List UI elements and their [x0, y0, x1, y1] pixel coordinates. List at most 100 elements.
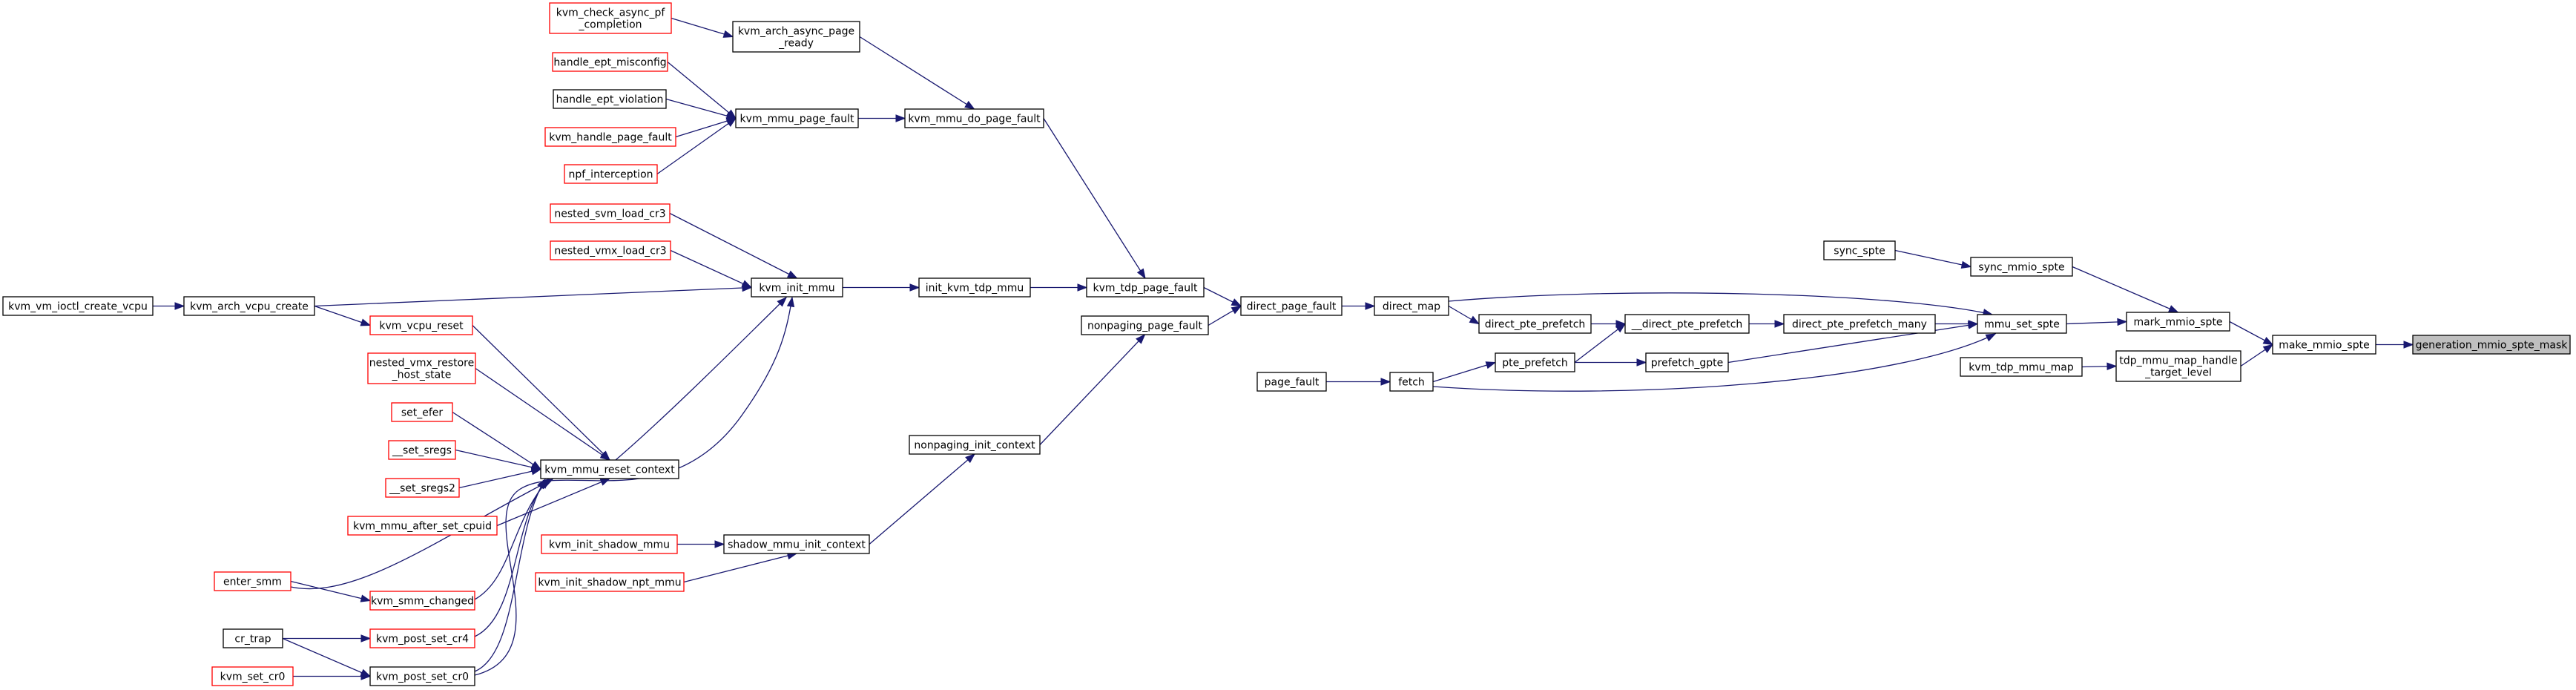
- edge-kvm_mmu_reset_context-to-kvm_init_mmu: [615, 297, 788, 461]
- node---direct-pte-prefetch[interactable]: __direct_pte_prefetch: [1624, 314, 1750, 334]
- node-kvm-arch-async-page-ready[interactable]: kvm_arch_async_page_ready: [732, 21, 860, 53]
- edge-direct_page_fault-to-direct_map: [1342, 302, 1376, 310]
- node-label: __set_sregs2: [389, 483, 455, 495]
- node-page-fault[interactable]: page_fault: [1256, 372, 1327, 392]
- node-kvm-set-cr0[interactable]: kvm_set_cr0: [211, 666, 294, 686]
- node-sync-mmio-spte[interactable]: sync_mmio_spte: [1970, 257, 2073, 277]
- edge-line: [474, 297, 793, 676]
- node-label: kvm_tdp_mmu_map: [1969, 362, 2074, 374]
- node-kvm-arch-vcpu-create[interactable]: kvm_arch_vcpu_create: [183, 296, 315, 316]
- edge-arrowhead: [725, 117, 737, 127]
- node-label: direct_pte_prefetch_many: [1792, 319, 1927, 331]
- node-kvm-tdp-page-fault[interactable]: kvm_tdp_page_fault: [1086, 277, 1205, 298]
- node-nonpaging-page-fault[interactable]: nonpaging_page_fault: [1081, 315, 1209, 335]
- node-kvm-tdp-mmu-map[interactable]: kvm_tdp_mmu_map: [1960, 357, 2083, 377]
- node-generation-mmio-spte-mask[interactable]: generation_mmio_spte_mask: [2412, 335, 2571, 355]
- edge-mark_mmio_spte-to-make_mmio_spte: [2229, 321, 2274, 346]
- edges-layer: [153, 17, 2414, 680]
- node-label: _host_state: [392, 369, 452, 381]
- node-nested-svm-load-cr3[interactable]: nested_svm_load_cr3: [550, 203, 671, 223]
- node-pte-prefetch[interactable]: pte_prefetch: [1495, 352, 1575, 372]
- node-box: [214, 571, 291, 591]
- node-box: [1374, 296, 1449, 316]
- node-kvm-smm-changed[interactable]: kvm_smm_changed: [369, 591, 475, 611]
- node-mmu-set-spte[interactable]: mmu_set_spte: [1977, 314, 2067, 334]
- node-box: [2412, 335, 2571, 355]
- node-kvm-mmu-do-page-fault[interactable]: kvm_mmu_do_page_fault: [904, 108, 1044, 128]
- edge-line: [669, 212, 797, 279]
- node-mark-mmio-spte[interactable]: mark_mmio_spte: [2126, 312, 2230, 332]
- edge-cr_trap-to-kvm_post_set_cr4: [283, 634, 372, 643]
- node-label: nested_svm_load_cr3: [554, 208, 665, 220]
- node-nonpaging-init-context[interactable]: nonpaging_init_context: [909, 435, 1041, 455]
- node-direct-page-fault[interactable]: direct_page_fault: [1240, 296, 1343, 316]
- edge-arrowhead: [1636, 358, 1647, 367]
- node-handle-ept-violation[interactable]: handle_ept_violation: [553, 89, 667, 109]
- edge-line: [282, 637, 371, 677]
- node-make-mmio-spte[interactable]: make_mmio_spte: [2272, 335, 2376, 355]
- node-box: [735, 108, 859, 128]
- edge-arrowhead: [777, 297, 788, 307]
- edge-arrowhead: [2106, 362, 2118, 370]
- node-kvm-post-set-cr0[interactable]: kvm_post_set_cr0: [369, 666, 475, 686]
- node-label: direct_page_fault: [1247, 301, 1337, 313]
- node-label: nested_vmx_restore: [369, 358, 474, 369]
- node-direct-pte-prefetch-many[interactable]: direct_pte_prefetch_many: [1783, 314, 1936, 334]
- node-init-kvm-tdp-mmu[interactable]: init_kvm_tdp_mmu: [918, 277, 1031, 298]
- node-prefetch-gpte[interactable]: prefetch_gpte: [1645, 352, 1729, 372]
- edge-direct_map-to-mmu_set_spte: [1448, 292, 1994, 317]
- node-kvm-mmu-page-fault[interactable]: kvm_mmu_page_fault: [735, 108, 859, 128]
- node-kvm-init-shadow-mmu[interactable]: kvm_init_shadow_mmu: [541, 534, 678, 554]
- edge-arrowhead: [360, 634, 372, 643]
- node-set-efer[interactable]: set_efer: [391, 402, 453, 422]
- edge-arrowhead: [1136, 333, 1146, 344]
- edge-shadow_mmu_init_context-to-nonpaging_init_context: [869, 453, 976, 545]
- node-label: make_mmio_spte: [2279, 340, 2369, 352]
- node-enter-smm[interactable]: enter_smm: [214, 571, 291, 591]
- node-tdp-mmu-map-handle-target-level[interactable]: tdp_mmu_map_handle_target_level: [2115, 350, 2241, 382]
- node---set-sregs2[interactable]: __set_sregs2: [385, 478, 460, 498]
- node-box: [1624, 314, 1750, 334]
- edge-fetch-to-pte_prefetch: [1432, 361, 1497, 383]
- node-label: kvm_init_shadow_mmu: [549, 539, 670, 551]
- edge-kvm_arch_vcpu_create-to-kvm_init_mmu: [314, 283, 753, 307]
- node-handle-ept-misconfig[interactable]: handle_ept_misconfig: [552, 52, 668, 72]
- node-kvm-init-mmu[interactable]: kvm_init_mmu: [751, 277, 843, 298]
- node-npf-interception[interactable]: npf_interception: [564, 164, 658, 184]
- node-nested-vmx-restore-host-state[interactable]: nested_vmx_restore_host_state: [367, 352, 476, 384]
- edge-arrowhead: [786, 296, 795, 308]
- node-label: init_kvm_tdp_mmu: [926, 283, 1024, 295]
- node-box: [2115, 350, 2241, 382]
- node---set-sregs[interactable]: __set_sregs: [388, 440, 456, 460]
- edge-arrowhead: [360, 318, 372, 326]
- edge-arrowhead: [964, 100, 975, 110]
- node-kvm-handle-page-fault[interactable]: kvm_handle_page_fault: [544, 127, 676, 147]
- edge-line: [1574, 323, 1626, 364]
- node-kvm-init-shadow-npt-mmu[interactable]: kvm_init_shadow_npt_mmu: [535, 572, 685, 592]
- node-shadow-mmu-init-context[interactable]: shadow_mmu_init_context: [723, 534, 870, 554]
- node-direct-pte-prefetch[interactable]: direct_pte_prefetch: [1478, 314, 1592, 334]
- edge-sync_spte-to-sync_mmio_spte: [1894, 249, 1972, 269]
- edge-line: [290, 580, 371, 602]
- edge-kvm_arch_vcpu_create-to-kvm_vcpu_reset: [314, 305, 372, 326]
- node-fetch[interactable]: fetch: [1389, 372, 1434, 392]
- node-box: [367, 352, 476, 384]
- node-direct-map[interactable]: direct_map: [1374, 296, 1449, 316]
- node-label: _target_level: [2144, 367, 2212, 379]
- node-label: fetch: [1398, 377, 1425, 389]
- node-box: [2, 296, 154, 316]
- node-kvm-vm-ioctl-create-vcpu[interactable]: kvm_vm_ioctl_create_vcpu: [2, 296, 154, 316]
- node-box: [552, 52, 668, 72]
- edge-line: [458, 468, 541, 489]
- node-kvm-mmu-after-set-cpuid[interactable]: kvm_mmu_after_set_cpuid: [347, 516, 498, 536]
- node-cr-trap[interactable]: cr_trap: [223, 628, 283, 648]
- node-nested-vmx-load-cr3[interactable]: nested_vmx_load_cr3: [550, 240, 671, 260]
- node-kvm-check-async-pf-completion[interactable]: kvm_check_async_pf_completion: [549, 2, 672, 34]
- edge-sync_mmio_spte-to-mark_mmio_spte: [2072, 266, 2179, 313]
- node-kvm-post-set-cr4[interactable]: kvm_post_set_cr4: [369, 628, 475, 648]
- edge-line: [656, 117, 737, 175]
- node-box: [347, 516, 498, 536]
- node-kvm-mmu-reset-context[interactable]: kvm_mmu_reset_context: [540, 459, 679, 479]
- node-kvm-vcpu-reset[interactable]: kvm_vcpu_reset: [369, 315, 473, 335]
- node-sync-spte[interactable]: sync_spte: [1823, 240, 1896, 260]
